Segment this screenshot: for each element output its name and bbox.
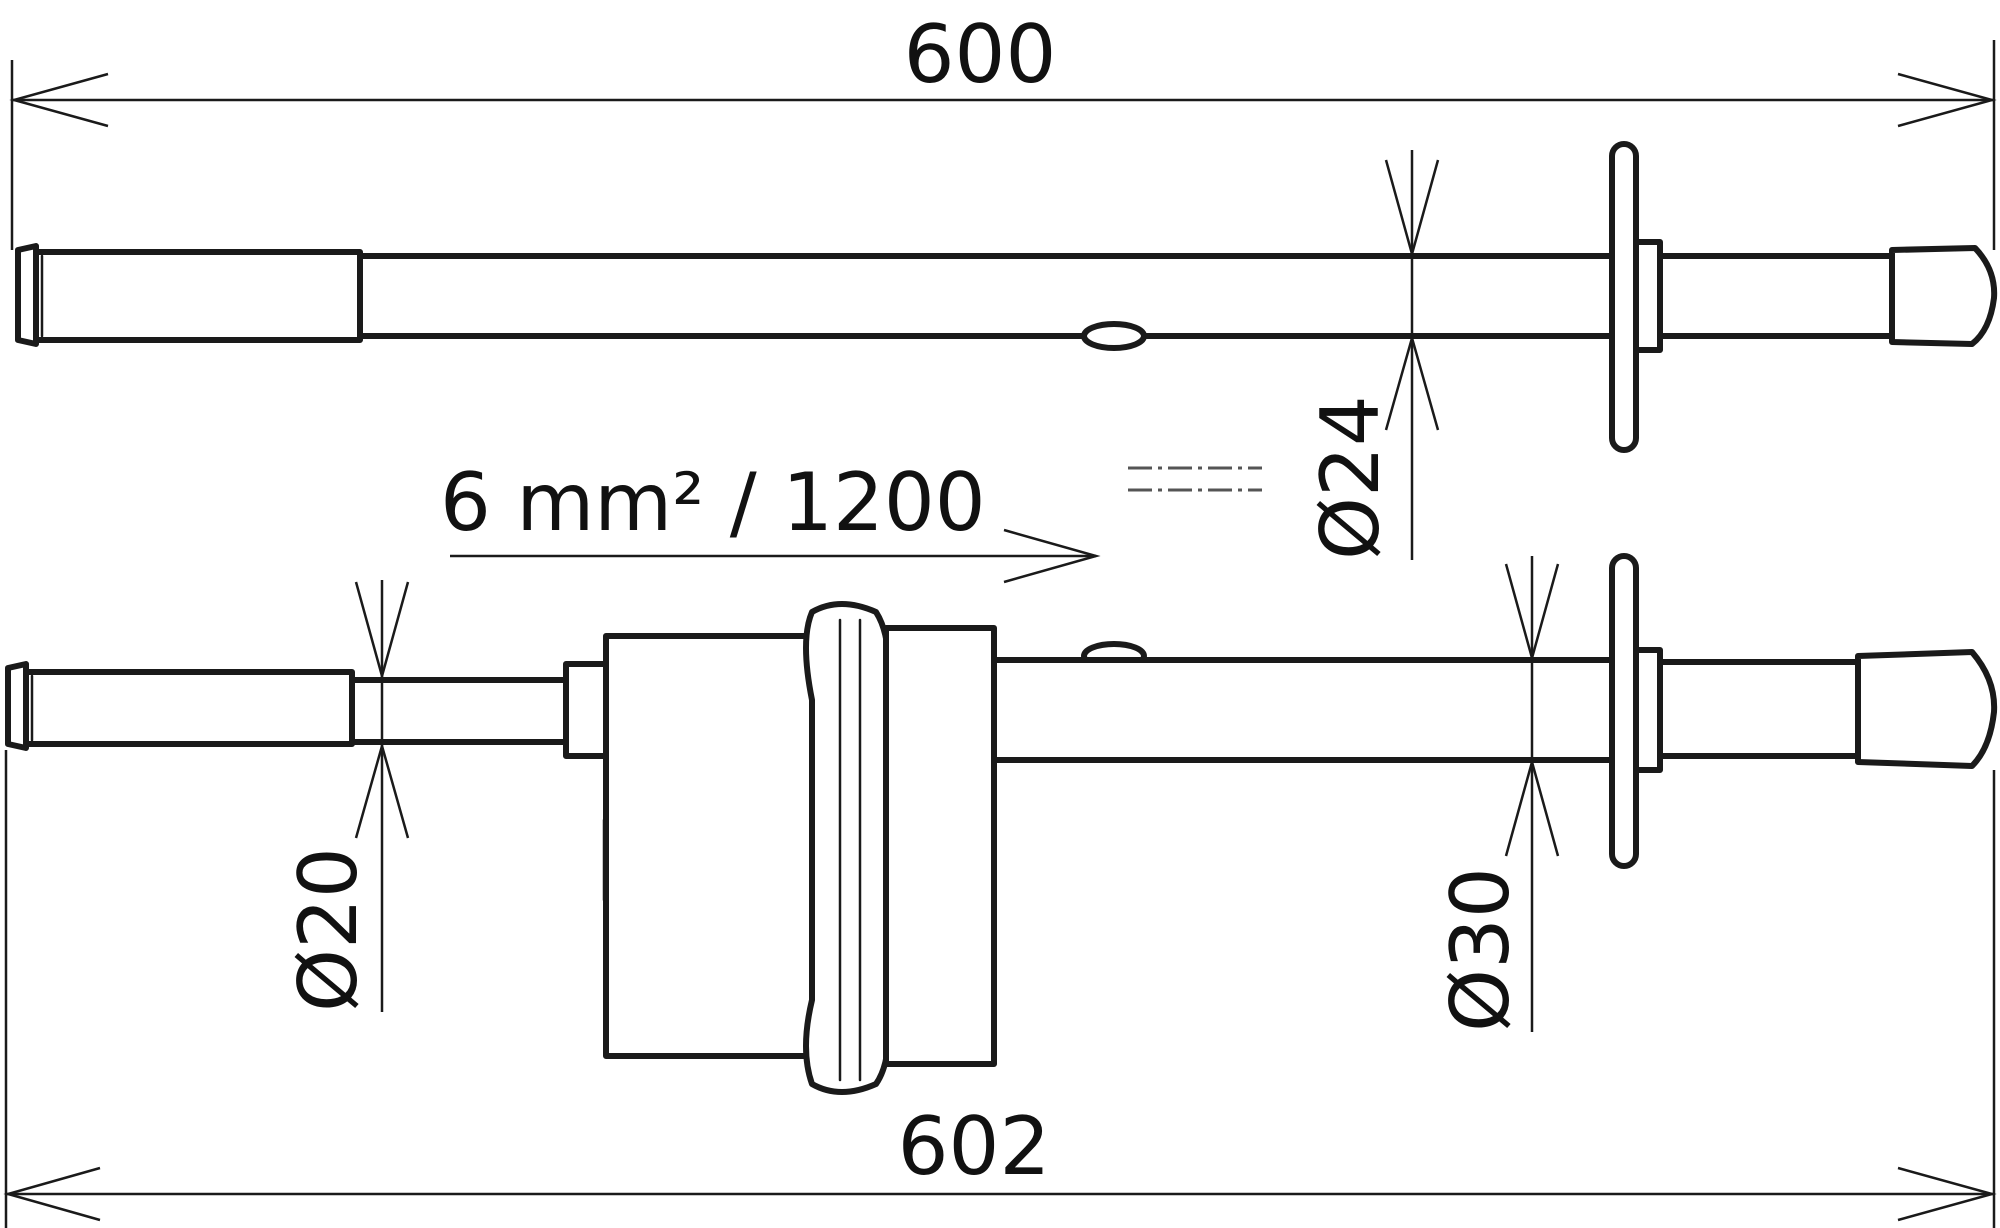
cable-spec-label: 6 mm² / 1200 [440,456,986,549]
dimension-bottom-length: 602 [3,750,1997,1228]
diameter-20-label: Ø20 [282,847,375,1012]
dimension-top-length: 600 [9,8,1997,250]
top-length-label: 600 [904,8,1057,101]
diameter-24-label: Ø24 [1304,395,1397,560]
cable-spec-annotation: 6 mm² / 1200 [440,456,1101,584]
dimension-diameter-30: Ø30 [1434,556,1560,1032]
bottom-length-label: 602 [898,1100,1051,1193]
bottom-earthing-rod [5,553,1998,1095]
diameter-30-label: Ø30 [1434,867,1527,1032]
dimension-diameter-24: Ø24 [1304,150,1440,560]
connecting-cable [1081,321,1262,671]
dimension-diameter-20: Ø20 [282,580,410,1012]
top-earthing-rod [15,141,1998,453]
